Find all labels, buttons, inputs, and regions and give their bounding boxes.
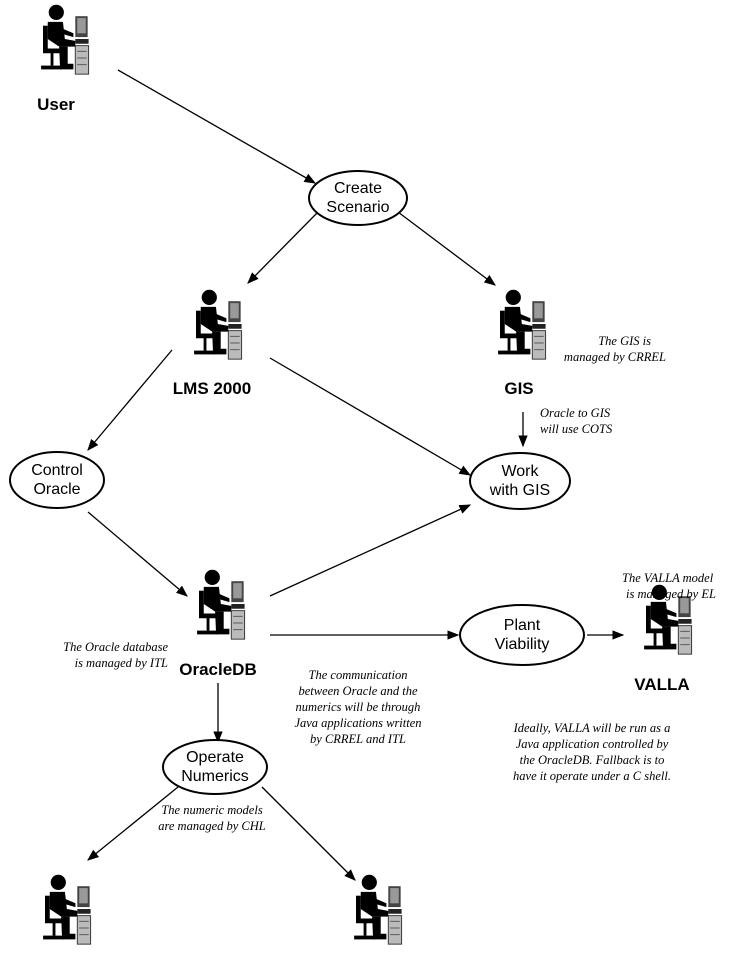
- process-control-oracle: Control Oracle: [9, 451, 105, 509]
- note-communication-line3: numerics will be through: [296, 700, 421, 714]
- note-valla-model: The VALLA model is managed by EL: [622, 571, 716, 601]
- edge-user-to-create-scenario: [117, 69, 317, 184]
- process-operate-numerics: Operate Numerics: [162, 739, 268, 795]
- edge-control-oracle-to-oracledb: [87, 511, 188, 597]
- process-create-scenario: Create Scenario: [308, 170, 408, 226]
- process-work-with-gis: Work with GIS: [469, 452, 571, 510]
- actor-valla: VALLA: [634, 584, 693, 694]
- operate-numerics-line2: Numerics: [181, 768, 249, 785]
- edge-create-scenario-to-gis: [397, 211, 496, 286]
- numeric-right-computer-icon: [353, 874, 403, 945]
- note-oracle-to-gis-line1: Oracle to GIS: [540, 406, 611, 420]
- plant-viability-line1: Plant: [504, 617, 541, 634]
- actor-label-lms: LMS 2000: [173, 379, 251, 398]
- actor-numeric-left: [42, 874, 92, 945]
- note-valla-java-line3: the OracleDB. Fallback is to: [520, 753, 665, 767]
- actor-lms-2000: LMS 2000: [173, 289, 251, 398]
- numeric-left-computer-icon: [42, 874, 92, 945]
- lms-computer-icon: [193, 289, 243, 360]
- edge-operate-numerics-to-left-actor: [87, 786, 179, 861]
- user-computer-icon: [40, 4, 90, 75]
- note-oracle-db-managed-line1: The Oracle database: [63, 640, 168, 654]
- note-oracle-db-managed-line2: is managed by ITL: [75, 656, 168, 670]
- edge-lms-to-control-oracle: [87, 349, 173, 451]
- note-valla-java-line4: have it operate under a C shell.: [513, 769, 671, 783]
- note-oracle-to-gis: Oracle to GIS will use COTS: [540, 406, 613, 436]
- note-numeric-models-line2: are managed by CHL: [158, 819, 266, 833]
- actor-gis: GIS: [497, 289, 547, 398]
- gis-computer-icon: [497, 289, 547, 360]
- operate-numerics-line1: Operate: [186, 749, 244, 766]
- note-communication-line2: between Oracle and the: [298, 684, 418, 698]
- note-oracle-db-managed: The Oracle database is managed by ITL: [63, 640, 168, 670]
- edge-lms-to-work-with-gis: [269, 357, 472, 476]
- actor-numeric-right: [353, 874, 403, 945]
- edge-oracledb-to-work-with-gis: [269, 504, 472, 597]
- note-gis-managed: The GIS is managed by CRREL: [564, 334, 666, 364]
- note-valla-java-line1: Ideally, VALLA will be run as a: [513, 721, 671, 735]
- actor-user: User: [37, 4, 90, 114]
- plant-viability-line2: Viability: [495, 636, 550, 653]
- actor-oracledb: OracleDB: [179, 569, 257, 679]
- note-valla-java: Ideally, VALLA will be run as a Java app…: [513, 721, 671, 783]
- note-communication-line4: Java applications written: [294, 716, 421, 730]
- create-scenario-line2: Scenario: [326, 199, 389, 216]
- edge-create-scenario-to-lms: [247, 211, 319, 284]
- note-oracle-to-gis-line2: will use COTS: [540, 422, 613, 436]
- note-numeric-models: The numeric models are managed by CHL: [158, 803, 266, 833]
- actor-label-oracledb: OracleDB: [179, 660, 256, 679]
- actor-label-user: User: [37, 95, 75, 114]
- process-plant-viability: Plant Viability: [459, 604, 585, 666]
- work-with-gis-line2: with GIS: [489, 482, 550, 499]
- control-oracle-line2: Oracle: [33, 481, 80, 498]
- note-valla-java-line2: Java application controlled by: [516, 737, 669, 751]
- note-communication-line1: The communication: [309, 668, 408, 682]
- edge-operate-numerics-to-right-actor: [261, 786, 356, 881]
- oracledb-computer-icon: [196, 569, 246, 640]
- note-communication: The communication between Oracle and the…: [294, 668, 421, 746]
- note-gis-managed-line2: managed by CRREL: [564, 350, 666, 364]
- note-communication-line5: by CRREL and ITL: [310, 732, 406, 746]
- actor-label-gis: GIS: [504, 379, 533, 398]
- control-oracle-line1: Control: [31, 462, 83, 479]
- create-scenario-line1: Create: [334, 180, 382, 197]
- work-with-gis-line1: Work: [501, 463, 539, 480]
- note-valla-model-line2: is managed by EL: [626, 587, 716, 601]
- actor-label-valla: VALLA: [634, 675, 689, 694]
- note-valla-model-line1: The VALLA model: [622, 571, 714, 585]
- note-numeric-models-line1: The numeric models: [161, 803, 263, 817]
- note-gis-managed-line1: The GIS is: [598, 334, 651, 348]
